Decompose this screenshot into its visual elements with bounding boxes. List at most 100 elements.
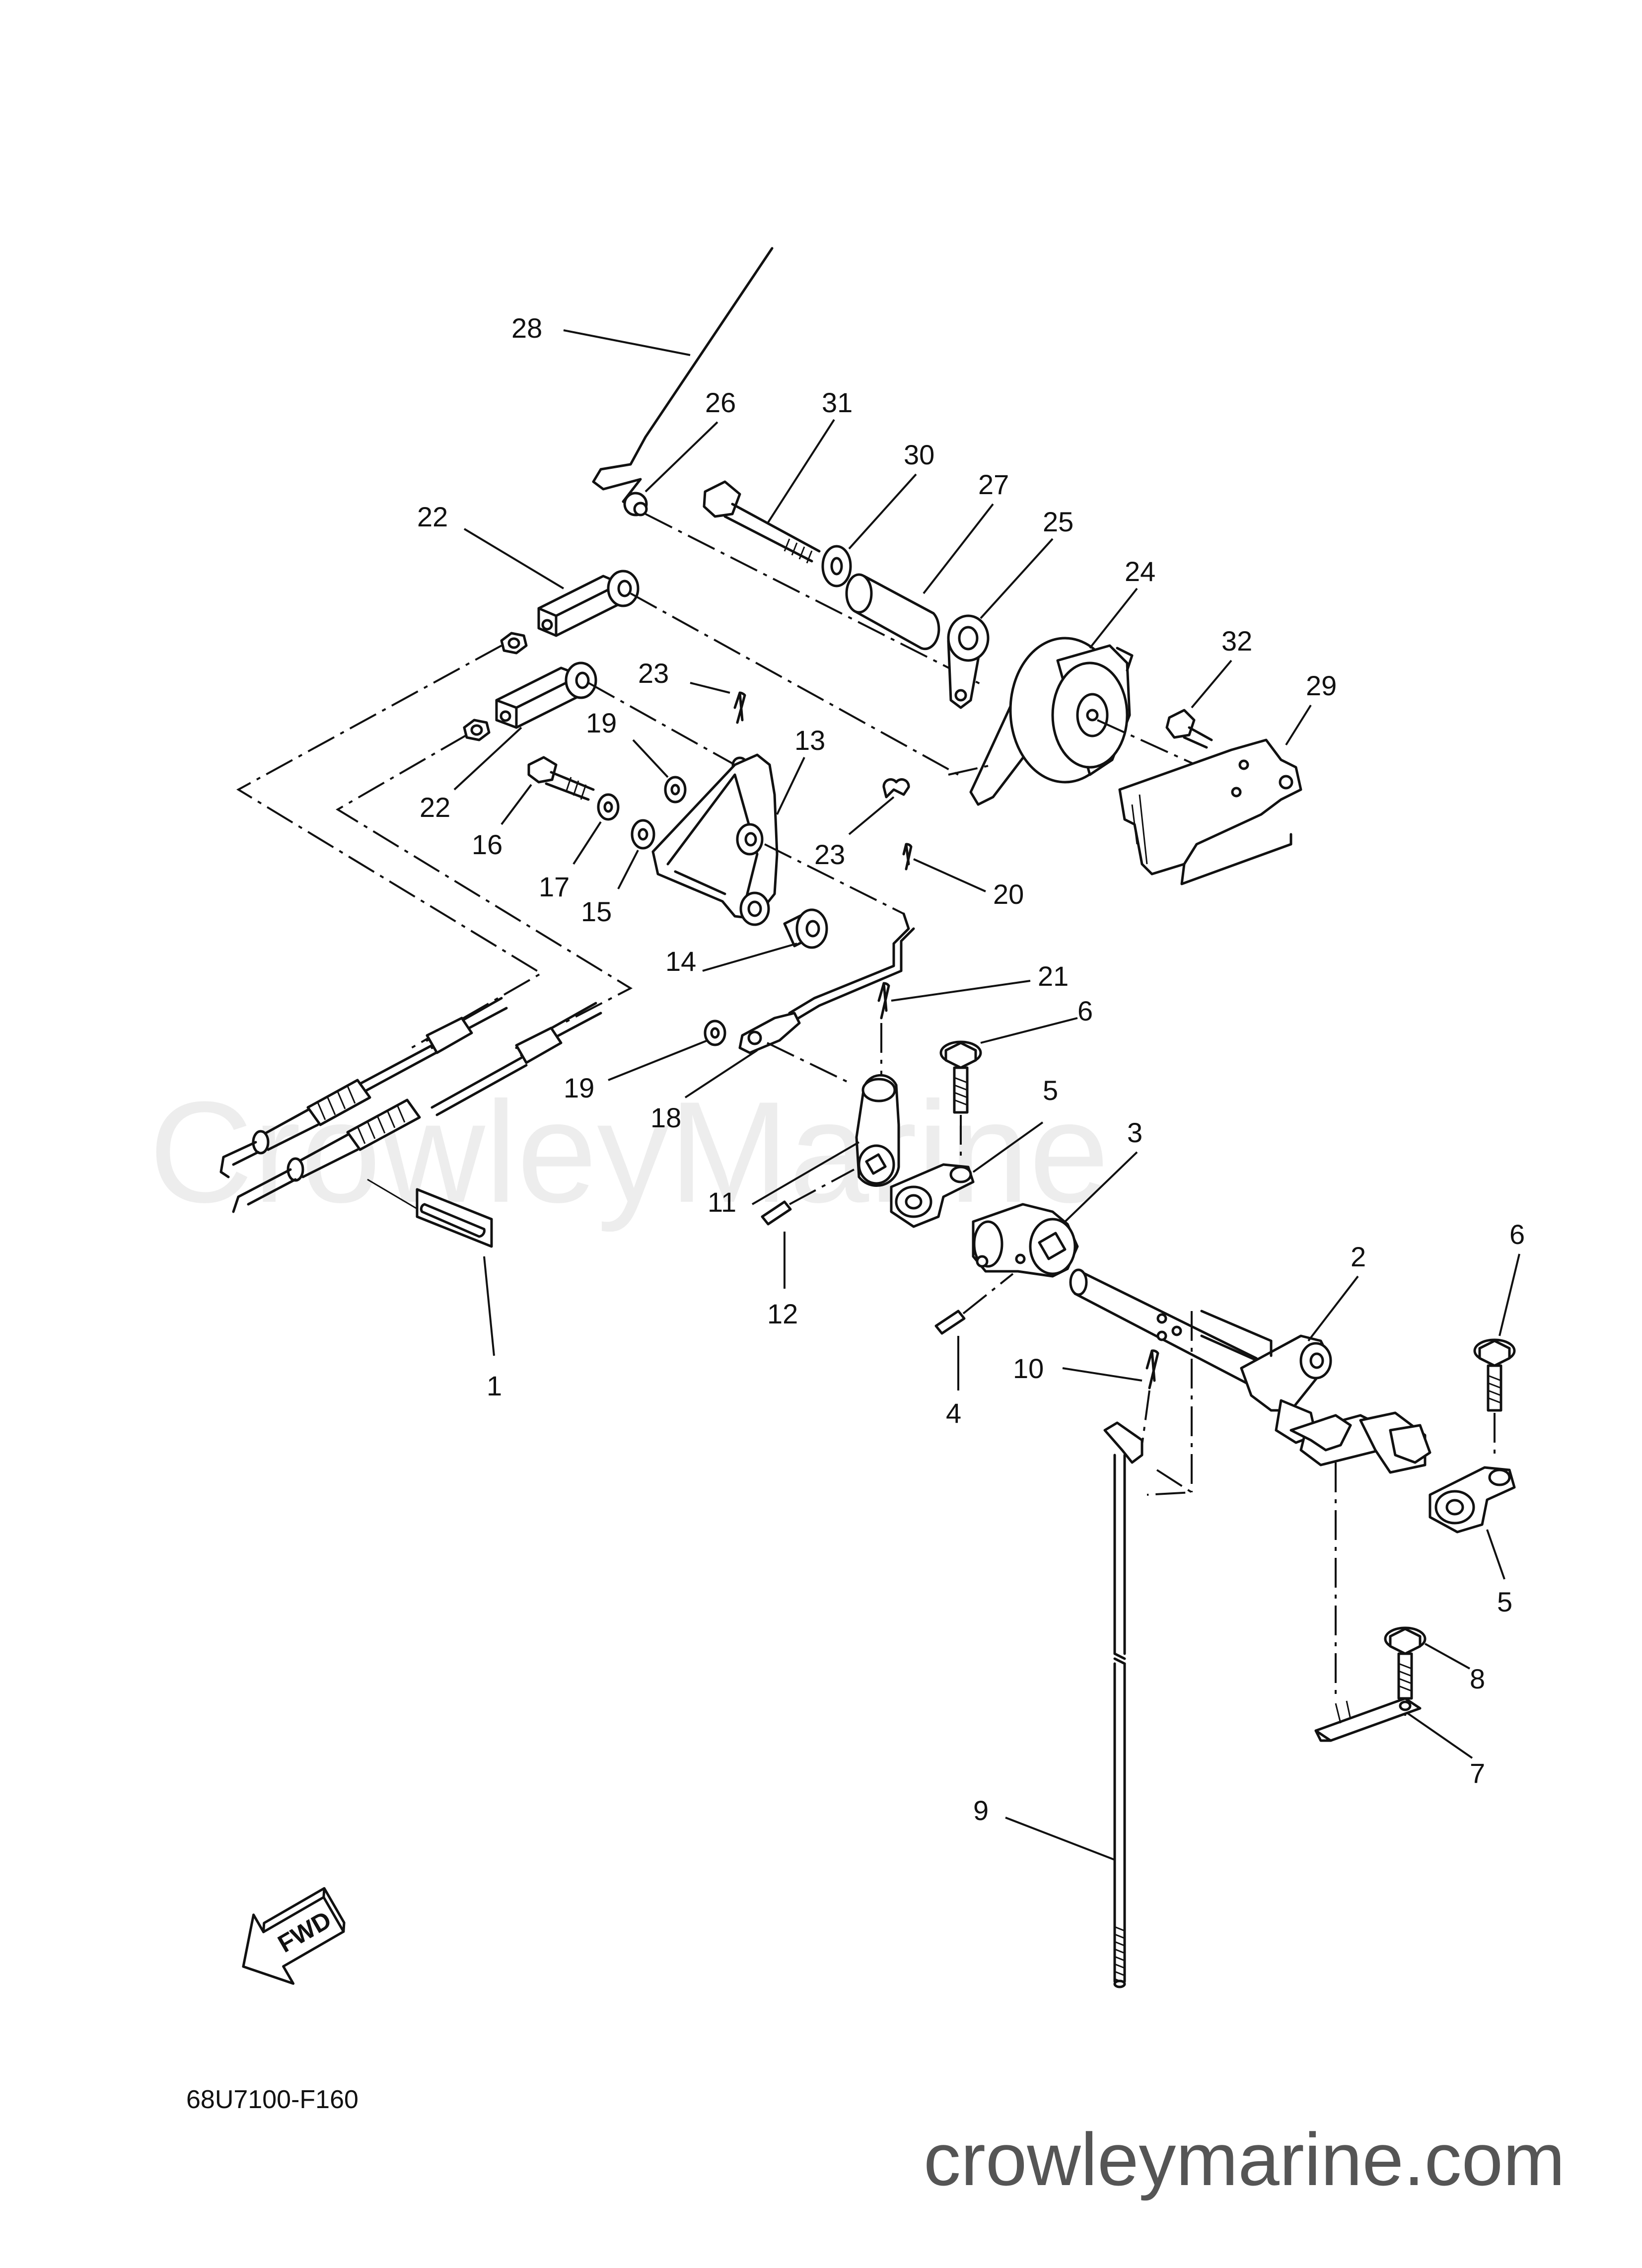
- part-5-clamp-upper: [890, 1163, 975, 1228]
- leader-18: [684, 1049, 758, 1098]
- leader-21: [891, 980, 1031, 1002]
- leader-22a: [463, 528, 565, 589]
- leader-19a: [632, 739, 669, 778]
- part-2-shift-shaft: [1069, 1268, 1431, 1474]
- website-text: crowleymarine.com: [924, 2118, 1565, 2201]
- leader-10: [1062, 1367, 1142, 1382]
- callout-22b: 22: [420, 792, 450, 823]
- leader-3: [1064, 1151, 1138, 1223]
- callout-30: 30: [904, 439, 934, 470]
- part-5-clamp-lower: [1428, 1466, 1516, 1534]
- assembly-line: [767, 1042, 850, 1084]
- callout-1: 1: [487, 1370, 502, 1401]
- leader-30: [848, 473, 917, 550]
- callout-9: 9: [973, 1795, 989, 1826]
- part-11-shift-lever: [855, 1074, 900, 1187]
- callout-5a: 5: [1043, 1075, 1058, 1106]
- leader-6b: [1499, 1253, 1520, 1336]
- callout-25: 25: [1043, 506, 1073, 537]
- part-1-cable-lower: [232, 1002, 602, 1213]
- assembly-line: [1146, 1469, 1195, 1496]
- callout-23b: 23: [814, 839, 845, 870]
- part-27-collar: [845, 573, 940, 651]
- part-21-clip: [877, 982, 890, 1078]
- leader-15: [617, 850, 639, 889]
- callout-27: 27: [978, 469, 1009, 500]
- callout-28: 28: [511, 312, 542, 344]
- callout-5b: 5: [1497, 1586, 1512, 1617]
- callout-29: 29: [1306, 670, 1337, 701]
- callout-32: 32: [1221, 625, 1252, 657]
- part-3-shift-arm: [972, 1203, 1079, 1278]
- part-7-plate: [1314, 1697, 1422, 1742]
- callout-3: 3: [1127, 1117, 1142, 1148]
- leader-24: [1089, 587, 1138, 649]
- assembly-line: [588, 682, 735, 766]
- watermark-text: CrowleyMarine: [149, 1072, 1109, 1233]
- callout-6b: 6: [1509, 1219, 1525, 1250]
- leader-16: [500, 784, 532, 825]
- callout-10: 10: [1013, 1353, 1044, 1384]
- drawing-code: 68U7100-F160: [186, 2085, 358, 2114]
- callout-26: 26: [705, 387, 736, 418]
- part-22-upper-nut: [500, 632, 528, 655]
- callout-20: 20: [993, 878, 1024, 910]
- part-4-pin: [934, 1273, 1014, 1335]
- leader-20: [913, 858, 986, 892]
- leader-28: [563, 329, 691, 356]
- callout-13: 13: [794, 725, 825, 756]
- leader-26: [644, 421, 718, 493]
- part-10-clip: [1141, 1349, 1159, 1446]
- part-17-washer: [597, 793, 620, 821]
- assembly-line: [630, 592, 959, 776]
- leader-31: [766, 419, 835, 525]
- leader-14: [702, 943, 797, 972]
- part-9-shift-rod: [1103, 1421, 1143, 1988]
- part-20-clip: [902, 843, 913, 871]
- leader-23a: [690, 682, 730, 694]
- part-22-lower-joint: [495, 661, 597, 729]
- cable-path-lower: [336, 734, 633, 1024]
- callout-8: 8: [1470, 1663, 1485, 1694]
- leader-6a: [980, 1017, 1078, 1044]
- callout-4: 4: [946, 1397, 961, 1429]
- leader-23b: [848, 796, 895, 835]
- callout-2: 2: [1351, 1241, 1366, 1272]
- leader-19b: [608, 1039, 708, 1081]
- part-19-washer-upper: [664, 776, 687, 804]
- part-28-rod: [592, 247, 774, 506]
- leader-32: [1191, 659, 1232, 709]
- leader-29: [1285, 704, 1312, 746]
- leader-7: [1407, 1712, 1473, 1759]
- part-26-clip: [623, 492, 648, 516]
- part-1-cable-upper: [219, 997, 508, 1178]
- part-12-pin: [761, 1169, 855, 1226]
- part-31-bolt: [703, 480, 821, 564]
- part-15-washer: [631, 819, 655, 850]
- leader-17: [572, 821, 602, 865]
- part-6-bolt-upper: [939, 1040, 982, 1157]
- part-22-upper-joint: [537, 570, 640, 637]
- leader-1: [483, 1256, 495, 1356]
- leader-22b: [453, 727, 522, 791]
- leader-9: [1005, 1817, 1115, 1861]
- callout-31: 31: [822, 387, 853, 418]
- part-6-bolt-lower: [1473, 1338, 1516, 1458]
- part-30-washer: [821, 545, 852, 587]
- callout-19b: 19: [564, 1072, 594, 1103]
- leader-27: [923, 503, 994, 594]
- part-22-lower-nut: [463, 719, 491, 741]
- callout-24: 24: [1125, 556, 1155, 587]
- fwd-arrow-icon: FWD: [242, 1887, 346, 1985]
- assembly-line: [948, 764, 994, 776]
- callout-21: 21: [1038, 960, 1069, 992]
- callout-7: 7: [1470, 1757, 1485, 1789]
- part-1-label-card: [367, 1178, 493, 1248]
- callout-15: 15: [581, 896, 612, 927]
- assembly-line: [764, 843, 904, 915]
- callout-17: 17: [539, 871, 570, 902]
- part-13-lever: [651, 753, 779, 926]
- leader-8: [1425, 1643, 1470, 1670]
- callout-11: 11: [708, 1186, 736, 1218]
